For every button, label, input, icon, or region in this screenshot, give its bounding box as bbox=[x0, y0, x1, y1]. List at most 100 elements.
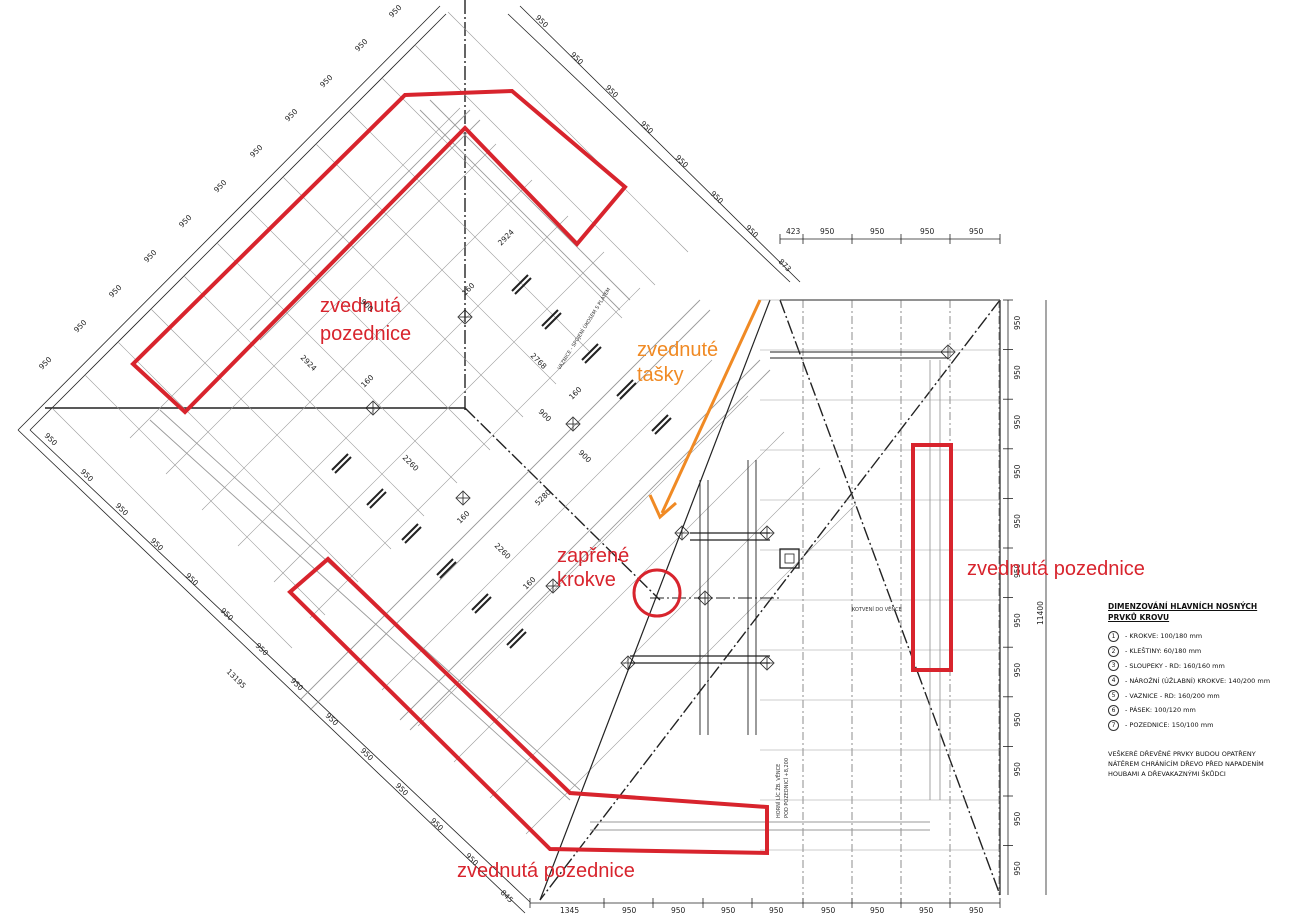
purlin-band bbox=[419, 109, 621, 311]
post-symbol bbox=[455, 490, 471, 506]
legend-item: 5- VAZNICE - RD: 160/200 mm bbox=[1108, 688, 1298, 703]
dimension-value: 950 bbox=[43, 431, 60, 448]
rafter-line bbox=[51, 407, 293, 649]
legend-title-1: DIMENZOVÁNÍ HLAVNÍCH NOSNÝCH bbox=[1108, 602, 1258, 611]
rafter-line bbox=[309, 287, 641, 619]
annotation-raised-purlin-top-1: zvednutá bbox=[320, 295, 402, 317]
dimension-value: 950 bbox=[324, 711, 341, 728]
collar-tie bbox=[506, 628, 524, 646]
dimension-value: 950 bbox=[212, 178, 229, 195]
dim-spacing-6: 900 bbox=[537, 407, 554, 424]
dimension-value: 950 bbox=[1013, 365, 1022, 380]
dimension-value: 950 bbox=[821, 906, 836, 915]
dimension-value: 950 bbox=[744, 223, 761, 240]
collar-tie bbox=[514, 277, 532, 295]
rafter-line bbox=[216, 242, 458, 484]
collar-tie bbox=[544, 312, 562, 330]
purlin-band bbox=[149, 419, 571, 801]
rafter-line bbox=[84, 374, 326, 616]
highlight-braced-rafters bbox=[632, 568, 682, 618]
collar-tie bbox=[584, 346, 602, 364]
dimension-value: 950 bbox=[870, 227, 885, 236]
collar-tie bbox=[509, 631, 527, 649]
dimension-value: 950 bbox=[969, 906, 984, 915]
dimension-value: 950 bbox=[429, 816, 446, 833]
dim-spacing-1: 160 bbox=[460, 281, 477, 298]
legend-item-text: - SLOUPEKY - RD: 160/160 mm bbox=[1125, 661, 1225, 670]
dim-spacing-2: 160 bbox=[359, 373, 376, 390]
rafter-line bbox=[183, 275, 425, 517]
legend-item-number: 1 bbox=[1108, 630, 1119, 642]
rafter-line bbox=[381, 77, 623, 319]
dimension-value: 950 bbox=[107, 283, 124, 300]
dim-spacing-4: 160 bbox=[455, 509, 472, 526]
legend-item-number: 5 bbox=[1108, 690, 1119, 702]
dimension-value: 950 bbox=[248, 143, 265, 160]
eave-line bbox=[29, 13, 447, 431]
post-symbol bbox=[674, 525, 690, 541]
collar-tie bbox=[331, 453, 349, 471]
annotation-raised-purlin-right: zvednutá pozednice bbox=[967, 558, 1145, 580]
dimension-value: 950 bbox=[149, 536, 166, 553]
legend-list: 1 - KROKVE: 100/180 mm 2- KLEŠTINY: 60/18… bbox=[1108, 629, 1298, 733]
legend-item-text: - KROKVE: 100/180 mm bbox=[1125, 632, 1203, 641]
legend-item: 2- KLEŠTINY: 60/180 mm bbox=[1108, 644, 1298, 659]
rafter-line bbox=[414, 44, 656, 286]
collar-tie bbox=[404, 526, 422, 544]
post-symbol bbox=[697, 590, 713, 606]
dimension-value: 950 bbox=[1013, 514, 1022, 529]
rafter-line bbox=[453, 431, 785, 763]
highlight-bottom-purlin bbox=[287, 556, 769, 856]
legend-item-number: 6 bbox=[1108, 704, 1119, 716]
dimension-value: 950 bbox=[569, 50, 586, 67]
dimension-value: 950 bbox=[534, 13, 551, 30]
dimension-value: 950 bbox=[142, 248, 159, 265]
dimension-value: 950 bbox=[1013, 811, 1022, 826]
dim-spacing-3: 160 bbox=[567, 385, 584, 402]
dimension-labels: 950 950 950 950 950 950 950 950 950 950 950 950 950 9… bbox=[37, 3, 1022, 915]
rafter-line bbox=[237, 215, 569, 547]
dimension-value: 950 bbox=[184, 571, 201, 588]
dimension-value: 950 bbox=[870, 906, 885, 915]
dimension-value: 950 bbox=[671, 906, 686, 915]
dimension-value: 950 bbox=[1013, 762, 1022, 777]
legend-item-text: - NÁROŽNÍ (ÚŽLABNÍ) KROKVE: 140/200 mm bbox=[1125, 676, 1271, 685]
collar-tie bbox=[334, 456, 352, 474]
dimension-value: 950 bbox=[1013, 415, 1022, 430]
rafter-line bbox=[417, 395, 749, 727]
post-symbol bbox=[759, 655, 775, 671]
dim-ridge-5: 2260 bbox=[493, 541, 513, 561]
chimney-flue bbox=[784, 553, 795, 564]
collar-tie bbox=[366, 488, 384, 506]
collar-tie bbox=[619, 382, 637, 400]
dim-diag-total: 13195 bbox=[225, 667, 248, 690]
dim-bottom-left-corner: 845 bbox=[499, 888, 516, 905]
dimension-value: 950 bbox=[769, 906, 784, 915]
rafter-line bbox=[381, 359, 713, 691]
purlin-band bbox=[429, 99, 631, 301]
legend-note: VEŠKERÉ DŘEVĚNÉ PRVKY BUDOU OPATŘENY NÁT… bbox=[1108, 749, 1264, 778]
dimension-value: 950 bbox=[721, 906, 736, 915]
plan-linework bbox=[17, 0, 1047, 914]
collar-tie bbox=[471, 593, 489, 611]
collar-tie bbox=[401, 523, 419, 541]
dim-top-first: 423 bbox=[786, 227, 801, 236]
dimension-value: 950 bbox=[283, 107, 300, 124]
anchoring-label: KOTVENÍ DO VĚNCE bbox=[852, 605, 902, 613]
chimney-symbol bbox=[779, 548, 800, 569]
legend-item: 4- NÁROŽNÍ (ÚŽLABNÍ) KROKVE: 140/200 mm bbox=[1108, 673, 1298, 688]
post-symbol bbox=[545, 578, 561, 594]
collar-tie bbox=[474, 596, 492, 614]
dim-ridge-6: 5280 bbox=[533, 487, 553, 507]
collar-tie bbox=[511, 274, 529, 292]
dimension-value: 950 bbox=[639, 119, 656, 136]
legend-item-text: - POZEDNICE: 150/100 mm bbox=[1125, 721, 1214, 730]
collar-tie bbox=[616, 379, 634, 397]
dimension-value: 950 bbox=[604, 83, 621, 100]
highlight-top-purlin bbox=[130, 88, 628, 415]
eave-line bbox=[29, 429, 531, 903]
dimension-value: 950 bbox=[709, 189, 726, 206]
dimension-value: 950 bbox=[394, 781, 411, 798]
dimension-value: 950 bbox=[254, 641, 271, 658]
